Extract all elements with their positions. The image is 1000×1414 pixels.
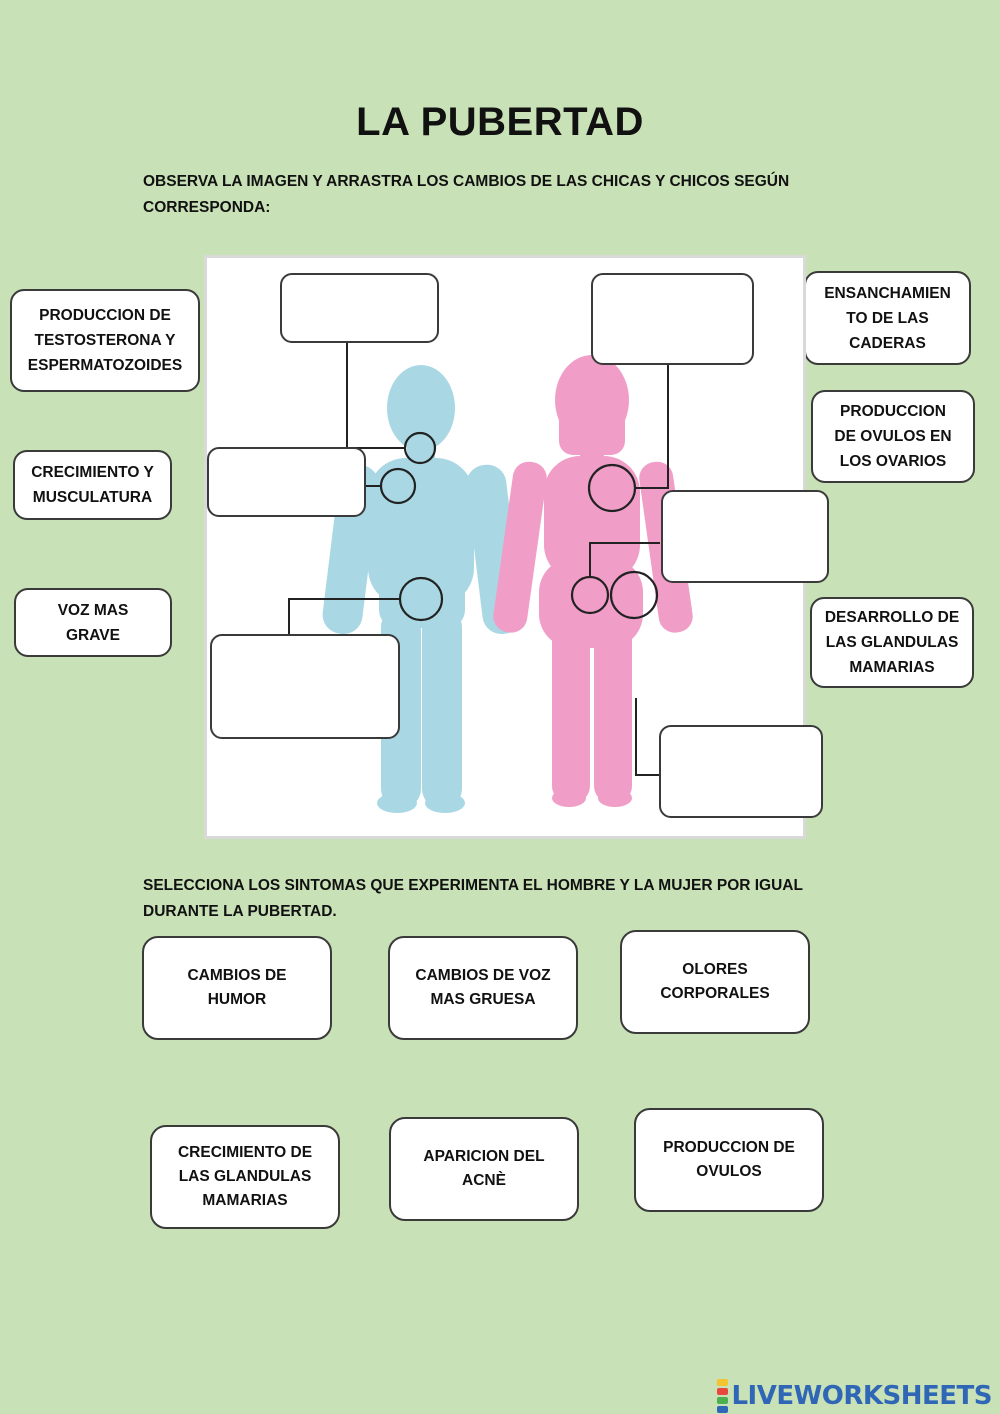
liveworksheets-logo: LIVEWORKSHEETS [717,1378,992,1414]
symptom-acne[interactable]: APARICION DEL ACNÈ [389,1117,579,1221]
page-title: LA PUBERTAD [356,100,644,144]
drag-chip-deeper-voice[interactable]: VOZ MAS GRAVE [14,588,172,657]
connector-lines [288,338,669,776]
symptom-voice-changes[interactable]: CAMBIOS DE VOZ MAS GRUESA [388,936,578,1040]
body-diagram [204,255,829,839]
drag-chip-wider-hips[interactable]: ENSANCHAMIEN TO DE LAS CADERAS [804,271,971,365]
select-instruction: SELECCIONA LOS SINTOMAS QUE EXPERIMENTA … [143,877,803,920]
drop-target-male-pelvis[interactable] [210,634,400,739]
brand-name: LIVEWORKSHEETS [731,1381,992,1411]
marker-circles [379,431,659,622]
symptom-ovule-production[interactable]: PRODUCCION DE OVULOS [634,1108,824,1212]
live-mark-icon [717,1378,729,1414]
drag-chip-mammary-development[interactable]: DESARROLLO DE LAS GLANDULAS MAMARIAS [810,597,974,688]
drag-chip-testosterone[interactable]: PRODUCCION DE TESTOSTERONA Y ESPERMATOZO… [10,289,200,392]
drop-target-female-top[interactable] [591,273,754,365]
symptom-mammary-growth[interactable]: CRECIMIENTO DE LAS GLANDULAS MAMARIAS [150,1125,340,1229]
symptom-body-odor[interactable]: OLORES CORPORALES [620,930,810,1034]
symptom-mood-changes[interactable]: CAMBIOS DE HUMOR [142,936,332,1040]
drop-target-male-chest[interactable] [207,447,366,517]
drag-chip-ovule-production[interactable]: PRODUCCION DE OVULOS EN LOS OVARIOS [811,390,975,483]
drop-target-male-top[interactable] [280,273,439,343]
drop-target-female-legs[interactable] [659,725,823,818]
drop-target-female-middle[interactable] [661,490,829,583]
drag-chip-growth-muscle[interactable]: CRECIMIENTO Y MUSCULATURA [13,450,172,520]
drag-instruction: OBSERVA LA IMAGEN Y ARRASTRA LOS CAMBIOS… [143,173,790,216]
